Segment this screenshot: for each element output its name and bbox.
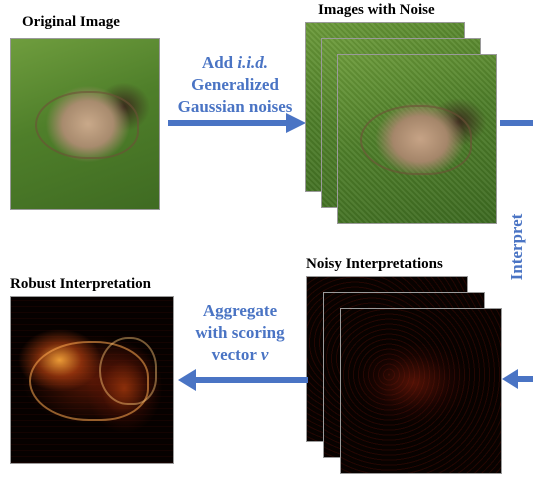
interpret-label: Interpret — [507, 213, 526, 281]
robust-interpretation-title: Robust Interpretation — [10, 276, 151, 292]
interpret-arrow-in — [502, 369, 533, 389]
noisy-interpretations-title: Noisy Interpretations — [306, 256, 443, 272]
aggregate-label: Aggregate with scoring vector v — [195, 301, 285, 364]
add-noise-arrow — [168, 113, 306, 133]
noisy-image-front — [337, 54, 497, 224]
noisy-map-front — [340, 308, 502, 474]
robust-interpretation-map — [10, 296, 174, 464]
original-image — [10, 38, 160, 210]
aggregate-arrow — [178, 369, 308, 391]
original-image-title: Original Image — [22, 14, 120, 30]
add-noise-label: Add i.i.d. Generalized Gaussian noises — [177, 53, 293, 116]
noisy-images-title: Images with Noise — [318, 2, 435, 18]
interpret-arrow-out — [500, 120, 533, 126]
